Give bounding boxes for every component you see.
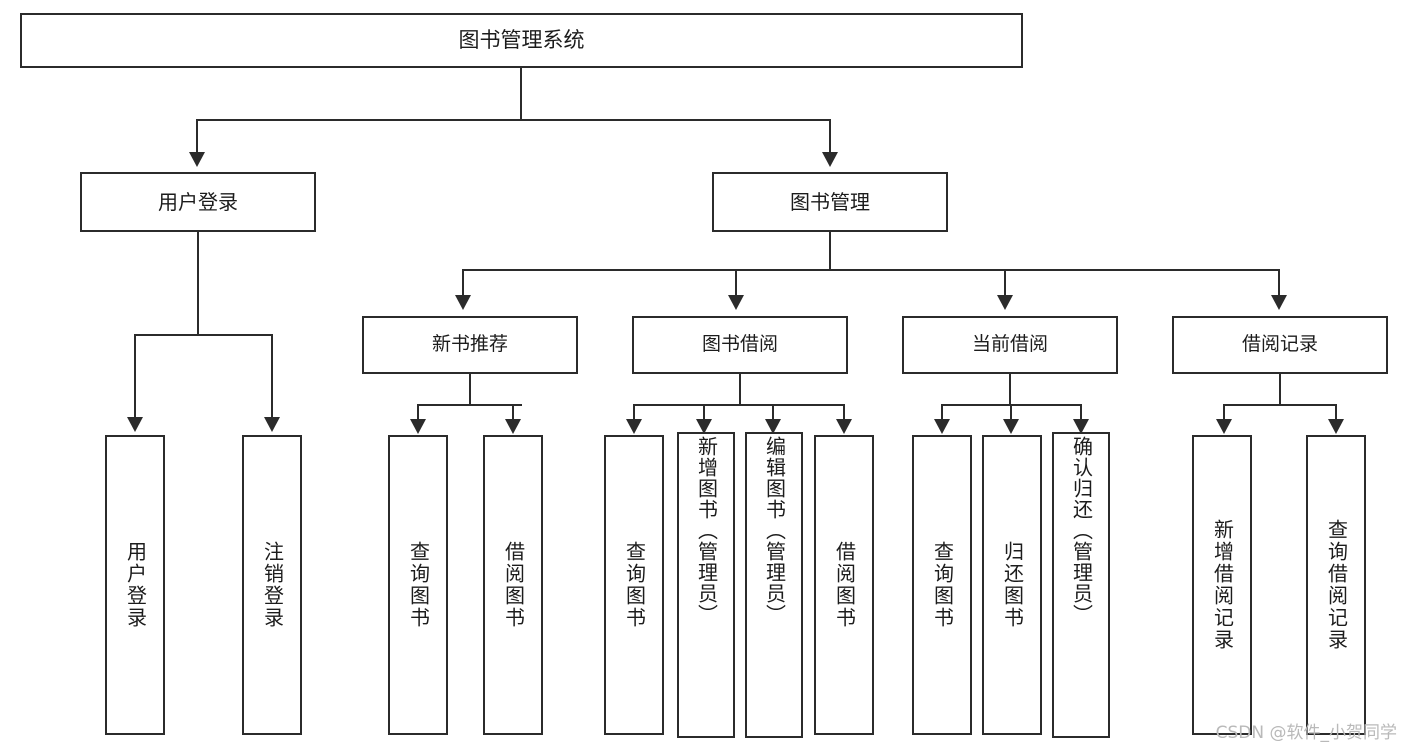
leaf-label: 新增借阅记录 xyxy=(1210,519,1235,651)
connector-borrow-record-stem xyxy=(1279,374,1281,406)
leaf-label: 查询图书 xyxy=(406,541,431,629)
arrow-new-book-to-leaf-2 xyxy=(505,419,521,434)
connector-user-login-to-leaf-2 xyxy=(271,334,273,419)
node-current-borrow[interactable]: 当前借阅 xyxy=(902,316,1118,374)
connector-book-borrow-stem xyxy=(739,374,741,406)
arrow-bm-to-book-borrow xyxy=(728,295,744,310)
leaf-label: 借阅图书 xyxy=(501,541,526,629)
leaf-query-borrow-record[interactable]: 查询借阅记录 xyxy=(1306,435,1366,735)
connector-root-bar xyxy=(196,119,831,121)
connector-book-borrow-bar xyxy=(633,404,845,406)
connector-br-to-leaf-1 xyxy=(1223,404,1225,421)
leaf-query-book-current[interactable]: 查询图书 xyxy=(912,435,972,735)
connector-bb-to-leaf-2 xyxy=(703,404,705,421)
node-label: 图书管理系统 xyxy=(458,28,585,53)
leaf-add-book-admin[interactable]: 新增图书（管理员） xyxy=(677,432,735,738)
connector-new-book-stem xyxy=(469,374,471,406)
connector-bb-to-leaf-1 xyxy=(633,404,635,421)
connector-bm-to-current-borrow xyxy=(1004,269,1006,297)
leaf-user-login[interactable]: 用户登录 xyxy=(105,435,165,735)
leaf-label: 查询借阅记录 xyxy=(1324,519,1349,651)
node-label: 图书借阅 xyxy=(701,333,778,356)
connector-new-book-to-leaf-1 xyxy=(417,404,419,421)
leaf-add-borrow-record[interactable]: 新增借阅记录 xyxy=(1192,435,1252,735)
connector-new-book-to-leaf-2 xyxy=(512,404,514,421)
connector-new-book-bar xyxy=(417,404,522,406)
node-new-book-recommend[interactable]: 新书推荐 xyxy=(362,316,578,374)
arrow-bm-to-new-book xyxy=(455,295,471,310)
node-borrow-record[interactable]: 借阅记录 xyxy=(1172,316,1388,374)
node-label: 用户登录 xyxy=(158,189,238,214)
connector-current-borrow-stem xyxy=(1009,374,1011,406)
connector-bb-to-leaf-3 xyxy=(772,404,774,421)
arrow-bb-to-leaf-2 xyxy=(696,419,712,434)
leaf-label: 用户登录 xyxy=(123,541,148,629)
leaf-label: 确认归还（管理员） xyxy=(1069,436,1094,625)
leaf-confirm-return-admin[interactable]: 确认归还（管理员） xyxy=(1052,432,1110,738)
arrow-bm-to-borrow-record xyxy=(1271,295,1287,310)
connector-root-to-user-login xyxy=(196,119,198,154)
leaf-edit-book-admin[interactable]: 编辑图书（管理员） xyxy=(745,432,803,738)
connector-root-to-book-management xyxy=(829,119,831,154)
leaf-borrow-book-recommend[interactable]: 借阅图书 xyxy=(483,435,543,735)
leaf-label: 借阅图书 xyxy=(832,541,857,629)
connector-cb-to-leaf-2 xyxy=(1010,404,1012,421)
leaf-label: 注销登录 xyxy=(260,541,285,629)
connector-bm-to-book-borrow xyxy=(735,269,737,297)
connector-cb-to-leaf-1 xyxy=(941,404,943,421)
leaf-label: 查询图书 xyxy=(622,541,647,629)
connector-bm-to-borrow-record xyxy=(1278,269,1280,297)
arrow-bb-to-leaf-4 xyxy=(836,419,852,434)
leaf-label: 新增图书（管理员） xyxy=(694,436,719,625)
leaf-label: 编辑图书（管理员） xyxy=(762,436,787,625)
arrow-new-book-to-leaf-1 xyxy=(410,419,426,434)
connector-cb-to-leaf-3 xyxy=(1080,404,1082,421)
leaf-query-book-borrow[interactable]: 查询图书 xyxy=(604,435,664,735)
arrow-root-to-user-login xyxy=(189,152,205,167)
arrow-cb-to-leaf-1 xyxy=(934,419,950,434)
connector-borrow-record-bar xyxy=(1223,404,1336,406)
connector-br-to-leaf-2 xyxy=(1335,404,1337,421)
connector-user-login-to-leaf-1 xyxy=(134,334,136,419)
connector-book-management-stem xyxy=(829,232,831,271)
node-root-book-management-system[interactable]: 图书管理系统 xyxy=(20,13,1023,68)
arrow-br-to-leaf-2 xyxy=(1328,419,1344,434)
connector-user-login-stem xyxy=(197,232,199,336)
arrow-root-to-book-management xyxy=(822,152,838,167)
leaf-label: 归还图书 xyxy=(1000,541,1025,629)
node-label: 借阅记录 xyxy=(1241,333,1318,356)
connector-root-stem xyxy=(520,68,522,119)
arrow-user-login-to-leaf-2 xyxy=(264,417,280,432)
node-label: 当前借阅 xyxy=(971,333,1048,356)
connector-book-management-bar xyxy=(462,269,1280,271)
node-label: 图书管理 xyxy=(790,189,870,214)
arrow-user-login-to-leaf-1 xyxy=(127,417,143,432)
node-book-management[interactable]: 图书管理 xyxy=(712,172,948,232)
arrow-bb-to-leaf-3 xyxy=(765,419,781,434)
leaf-return-book[interactable]: 归还图书 xyxy=(982,435,1042,735)
connector-user-login-bar xyxy=(134,334,271,336)
node-label: 新书推荐 xyxy=(431,333,508,356)
arrow-bb-to-leaf-1 xyxy=(626,419,642,434)
arrow-cb-to-leaf-2 xyxy=(1003,419,1019,434)
leaf-logout[interactable]: 注销登录 xyxy=(242,435,302,735)
arrow-bm-to-current-borrow xyxy=(997,295,1013,310)
node-user-login[interactable]: 用户登录 xyxy=(80,172,316,232)
arrow-br-to-leaf-1 xyxy=(1216,419,1232,434)
leaf-borrow-book[interactable]: 借阅图书 xyxy=(814,435,874,735)
connector-bm-to-new-book xyxy=(462,269,464,297)
leaf-label: 查询图书 xyxy=(930,541,955,629)
node-book-borrow[interactable]: 图书借阅 xyxy=(632,316,848,374)
arrow-cb-to-leaf-3 xyxy=(1073,419,1089,434)
connector-bb-to-leaf-4 xyxy=(843,404,845,421)
leaf-query-book-recommend[interactable]: 查询图书 xyxy=(388,435,448,735)
